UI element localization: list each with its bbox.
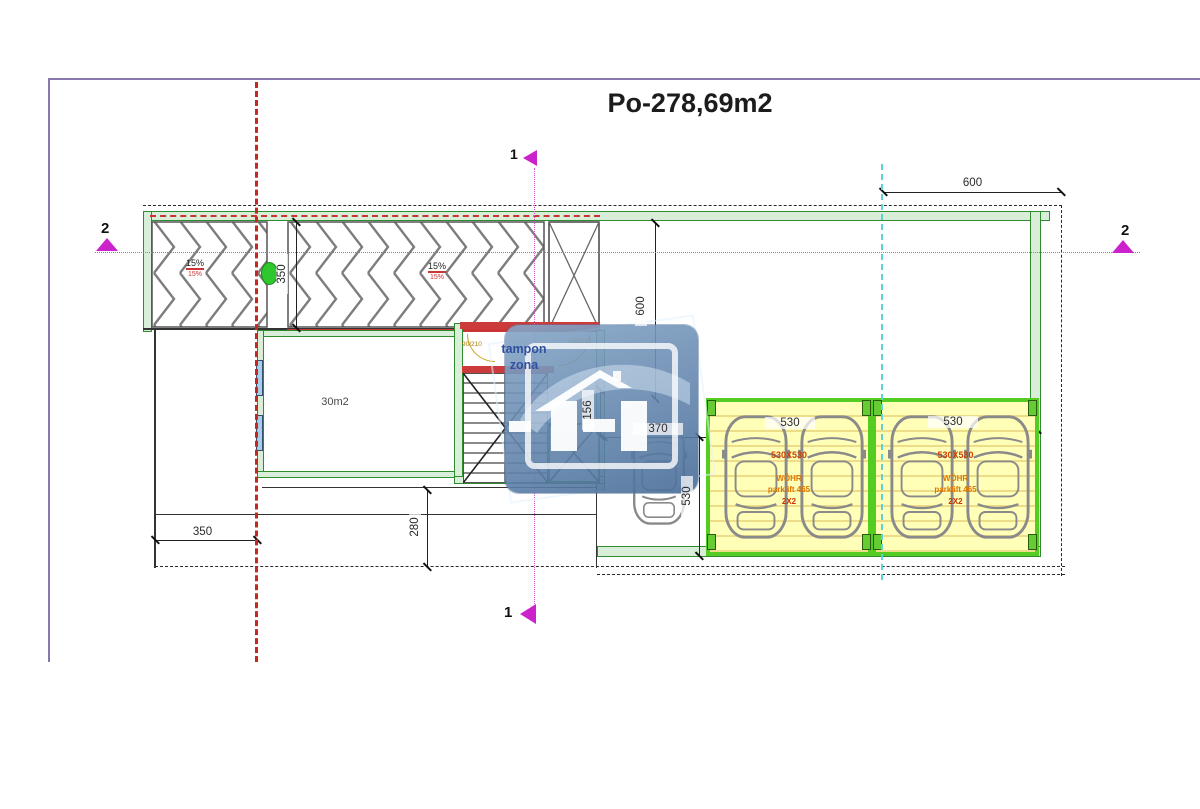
lift-post [1028, 400, 1037, 416]
ramp-slope-label: 15% [186, 258, 205, 270]
dimension-text: 280 [409, 507, 421, 547]
parcel-outline-top [143, 205, 1062, 206]
section-marker-label: 1 [510, 146, 518, 162]
parcel-outline-right [1061, 205, 1062, 576]
annex-left-line [154, 330, 156, 568]
lift-post [862, 400, 871, 416]
dimension-text: 350 [175, 526, 230, 538]
bay-config-label: 2X2 [948, 497, 963, 506]
section-arrow-icon [523, 150, 537, 166]
parcel-outline-bottom [597, 574, 1065, 575]
yard-line [155, 514, 597, 516]
dimension-text: 530 [681, 476, 693, 516]
lift-post [1028, 534, 1037, 550]
parking-bay-annotation: 530X530 WÖHR parklift 465 2X2 [706, 398, 872, 556]
bay-size-label: 530X530 [937, 450, 974, 460]
bay-config-label: 2X2 [781, 497, 797, 506]
section-arrow-icon [96, 238, 118, 251]
dimension-line [699, 437, 700, 557]
bay-brand-label: WÖHR [776, 474, 802, 483]
garage-left-edge [596, 483, 598, 568]
bay-size-label: 530X530 [770, 450, 808, 460]
ramp-hatch-left [151, 221, 268, 328]
buffer-zone-label: tampon [501, 342, 547, 356]
room-wall-bottom [257, 471, 462, 478]
room-wall-top [257, 330, 462, 337]
dimension-text: 370 [633, 423, 683, 435]
buffer-zone-label: zona [509, 358, 539, 372]
ramp-slope-note: 15% [188, 271, 203, 278]
room-area-label: 30m2 [321, 396, 349, 408]
dimension-text: 156 [582, 390, 594, 430]
site-line-bottom [155, 566, 1065, 567]
dimension-text: 530 [765, 417, 815, 429]
dimension-line [655, 223, 656, 400]
section-arrow-icon [1112, 240, 1134, 253]
page-title: Po-278,69m2 [607, 88, 773, 118]
bay-model-label: parklift 465 [934, 485, 977, 494]
axis-line-cyan [881, 164, 883, 580]
ramp-hatch-main [287, 221, 545, 328]
wall-top-red-dashed [150, 215, 600, 217]
watermark-letter-block [509, 421, 531, 432]
sheet-frame-left [48, 78, 50, 662]
watermark-logo [505, 325, 698, 493]
sheet-frame-top [48, 78, 1200, 80]
watermark-letter-block [551, 401, 577, 451]
ramp-slope-note: 15% [430, 274, 445, 281]
section-marker-label: 2 [101, 220, 110, 237]
dimension-text: 600 [945, 177, 1000, 189]
dimension-line [155, 540, 258, 541]
bay-brand-label: WÖHR [942, 474, 969, 483]
section-marker-label: 1 [504, 604, 513, 621]
door-size-label: 90/210 [462, 341, 482, 348]
dimension-text: 530 [928, 416, 978, 428]
dimension-line [427, 490, 428, 568]
property-boundary-line [255, 82, 258, 662]
parking-bay-annotation: 530X530 WÖHR parklift 465 2X2 [872, 398, 1039, 556]
section-line-2 [95, 252, 1140, 253]
section-marker-label: 2 [1121, 222, 1130, 239]
dimension-line [883, 192, 1062, 193]
dimension-text: 350 [276, 254, 288, 294]
dimension-text: 600 [635, 286, 647, 326]
ramp-slope-label: 15% [428, 261, 447, 273]
lift-post [707, 400, 716, 416]
section-arrow-icon [520, 604, 536, 624]
yard-line [262, 487, 597, 489]
room-wall-left [257, 330, 264, 478]
dimension-line [296, 222, 297, 329]
lift-post [862, 534, 871, 550]
shaft-x-top [548, 221, 600, 330]
bay-model-label: parklift 465 [767, 485, 811, 494]
lift-post [707, 534, 716, 550]
watermark-inner-frame [525, 343, 678, 469]
